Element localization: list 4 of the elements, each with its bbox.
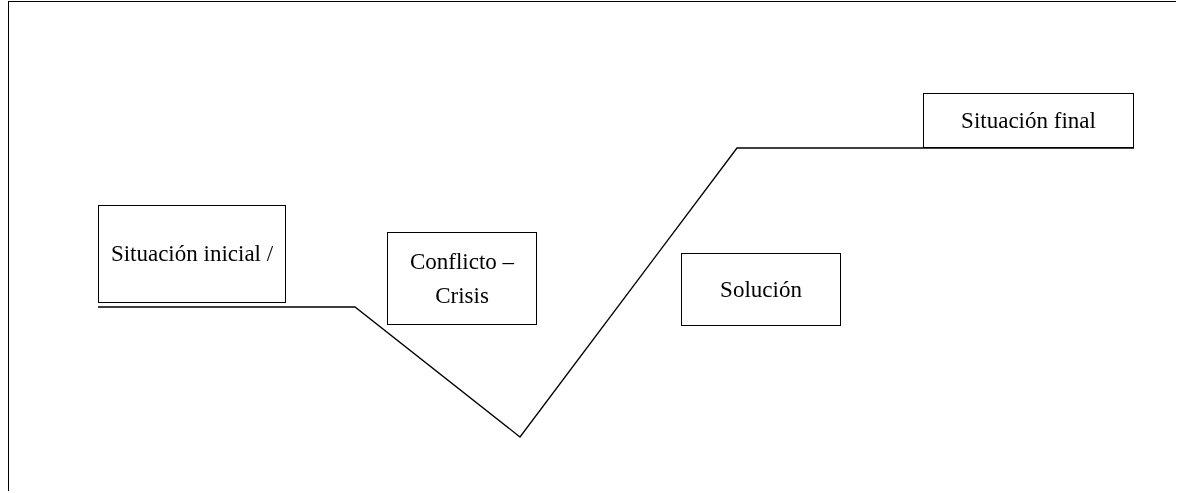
stage-box: Solución	[681, 253, 841, 326]
stage-box: Situación final	[923, 93, 1134, 148]
stage-box: Situación inicial /	[98, 205, 286, 303]
stage-box: Conflicto – Crisis	[387, 232, 537, 325]
